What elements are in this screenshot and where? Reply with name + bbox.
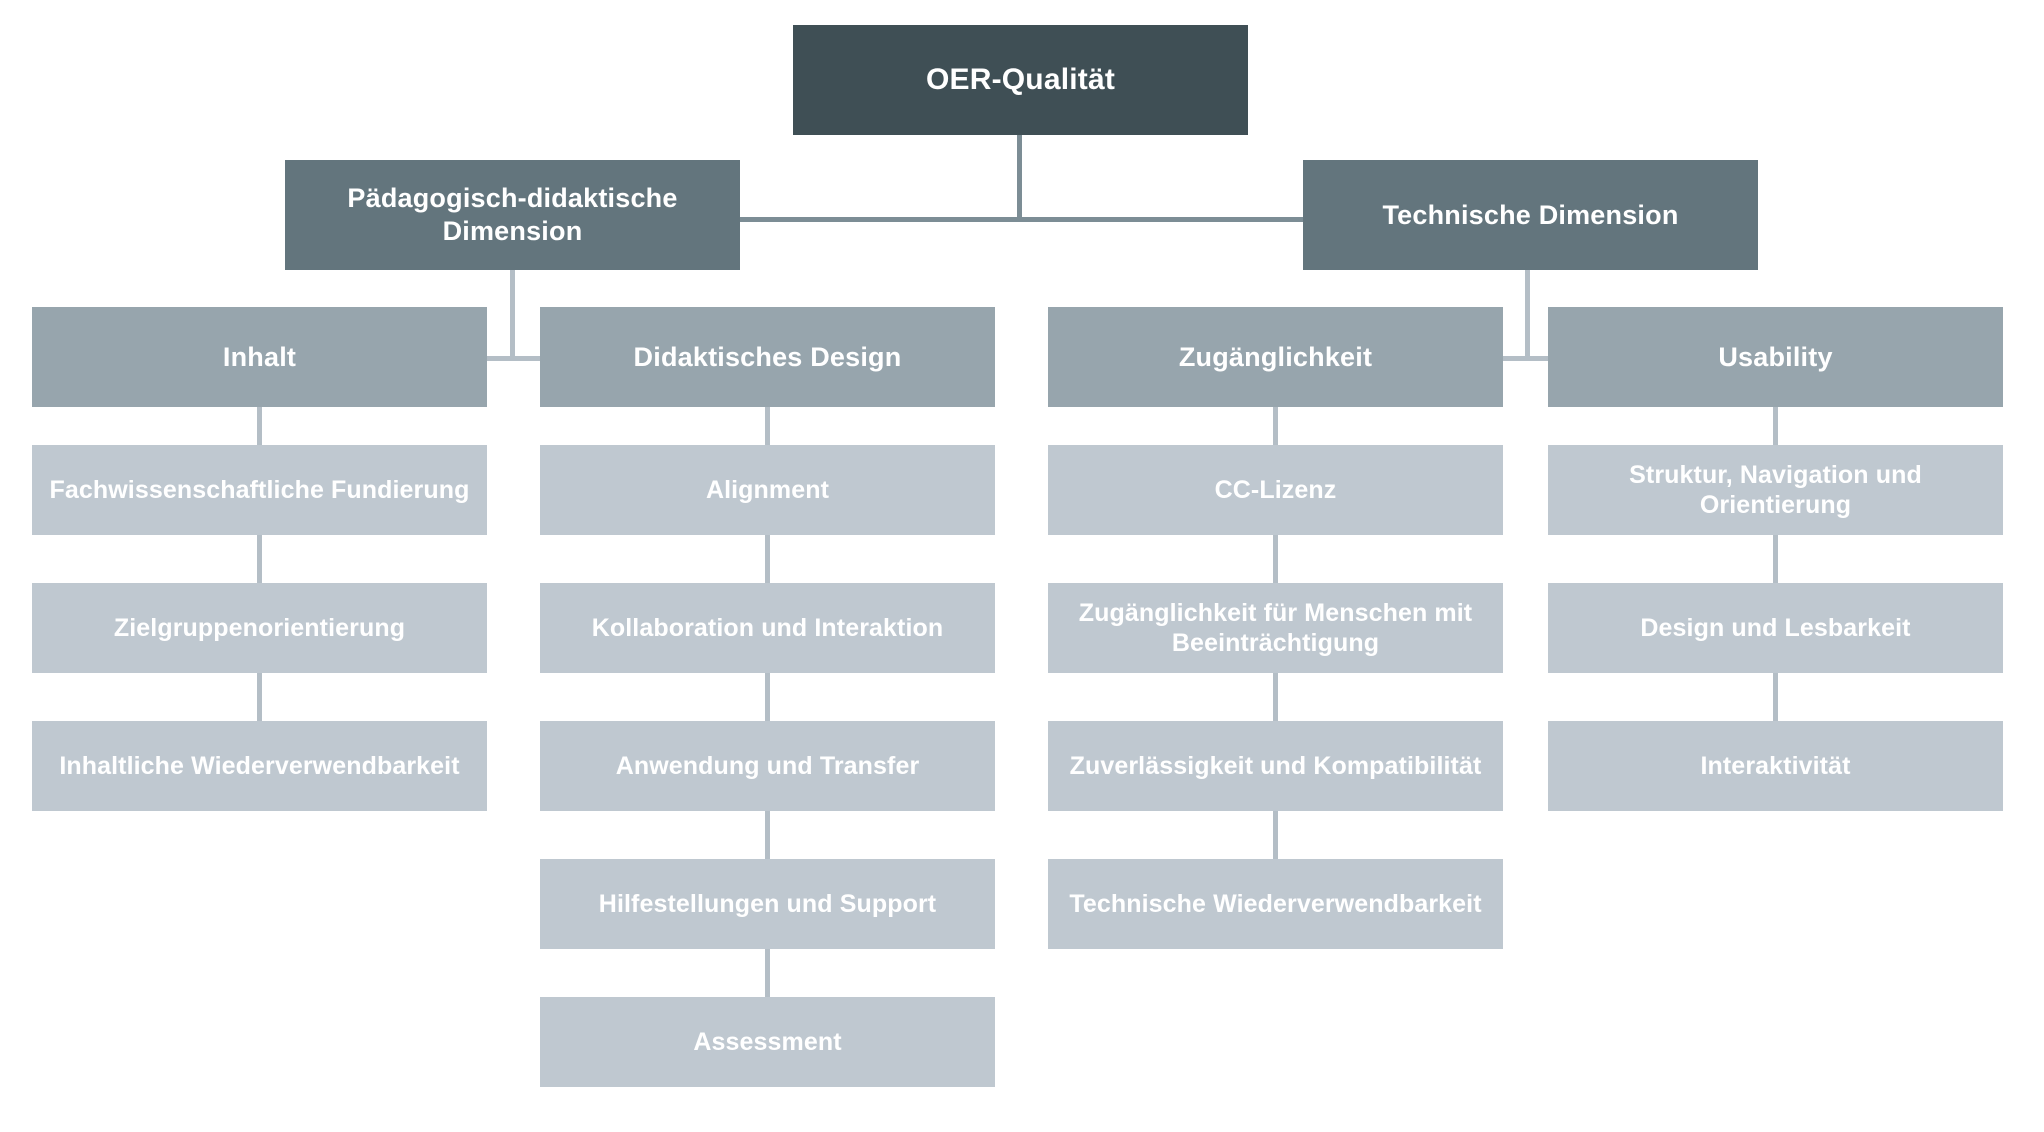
node-criterion[interactable]: Interaktivität	[1548, 721, 2003, 811]
node-criterion[interactable]: Fachwissenschaftliche Fundierung	[32, 445, 487, 535]
connector-col2-spine	[765, 673, 770, 721]
connector-right-dimension-stub	[1525, 270, 1530, 361]
connector-col1-spine	[257, 407, 262, 445]
node-root-oer-qualitaet[interactable]: OER-Qualität	[793, 25, 1248, 135]
node-dimension-paedagogisch-didaktisch[interactable]: Pädagogisch-didaktische Dimension	[285, 160, 740, 270]
node-dimension-technisch[interactable]: Technische Dimension	[1303, 160, 1758, 270]
connector-right-category-bar	[1500, 356, 1556, 361]
node-category-inhalt[interactable]: Inhalt	[32, 307, 487, 407]
connector-col1-spine	[257, 535, 262, 583]
connector-dimension-trunk	[740, 217, 1303, 222]
node-criterion[interactable]: Technische Wiederverwendbarkeit	[1048, 859, 1503, 949]
connector-col3-spine	[1273, 407, 1278, 445]
node-criterion[interactable]: Anwendung und Transfer	[540, 721, 995, 811]
node-criterion[interactable]: CC-Lizenz	[1048, 445, 1503, 535]
node-criterion[interactable]: Hilfestellungen und Support	[540, 859, 995, 949]
node-criterion[interactable]: Zuverlässigkeit und Kompatibilität	[1048, 721, 1503, 811]
node-criterion[interactable]: Zugänglichkeit für Menschen mit Beeinträ…	[1048, 583, 1503, 673]
connector-left-category-bar	[487, 356, 543, 361]
node-criterion[interactable]: Design und Lesbarkeit	[1548, 583, 2003, 673]
connector-col2-spine	[765, 407, 770, 445]
connector-col2-spine	[765, 949, 770, 997]
node-criterion[interactable]: Struktur, Navigation und Orientierung	[1548, 445, 2003, 535]
connector-left-dimension-stub	[510, 270, 515, 361]
connector-col3-spine	[1273, 811, 1278, 859]
connector-col4-spine	[1773, 407, 1778, 445]
node-criterion[interactable]: Kollaboration und Interaktion	[540, 583, 995, 673]
node-criterion[interactable]: Zielgruppenorientierung	[32, 583, 487, 673]
connector-col1-spine	[257, 673, 262, 721]
node-category-didaktisches-design[interactable]: Didaktisches Design	[540, 307, 995, 407]
connector-col3-spine	[1273, 535, 1278, 583]
connector-root-stub	[1017, 135, 1022, 221]
connector-col2-spine	[765, 811, 770, 859]
node-category-zugaenglichkeit[interactable]: Zugänglichkeit	[1048, 307, 1503, 407]
connector-col2-spine	[765, 535, 770, 583]
connector-col4-spine	[1773, 673, 1778, 721]
node-criterion[interactable]: Alignment	[540, 445, 995, 535]
node-category-usability[interactable]: Usability	[1548, 307, 2003, 407]
node-criterion[interactable]: Assessment	[540, 997, 995, 1087]
node-criterion[interactable]: Inhaltliche Wiederverwendbarkeit	[32, 721, 487, 811]
connector-col3-spine	[1273, 673, 1278, 721]
connector-col4-spine	[1773, 535, 1778, 583]
